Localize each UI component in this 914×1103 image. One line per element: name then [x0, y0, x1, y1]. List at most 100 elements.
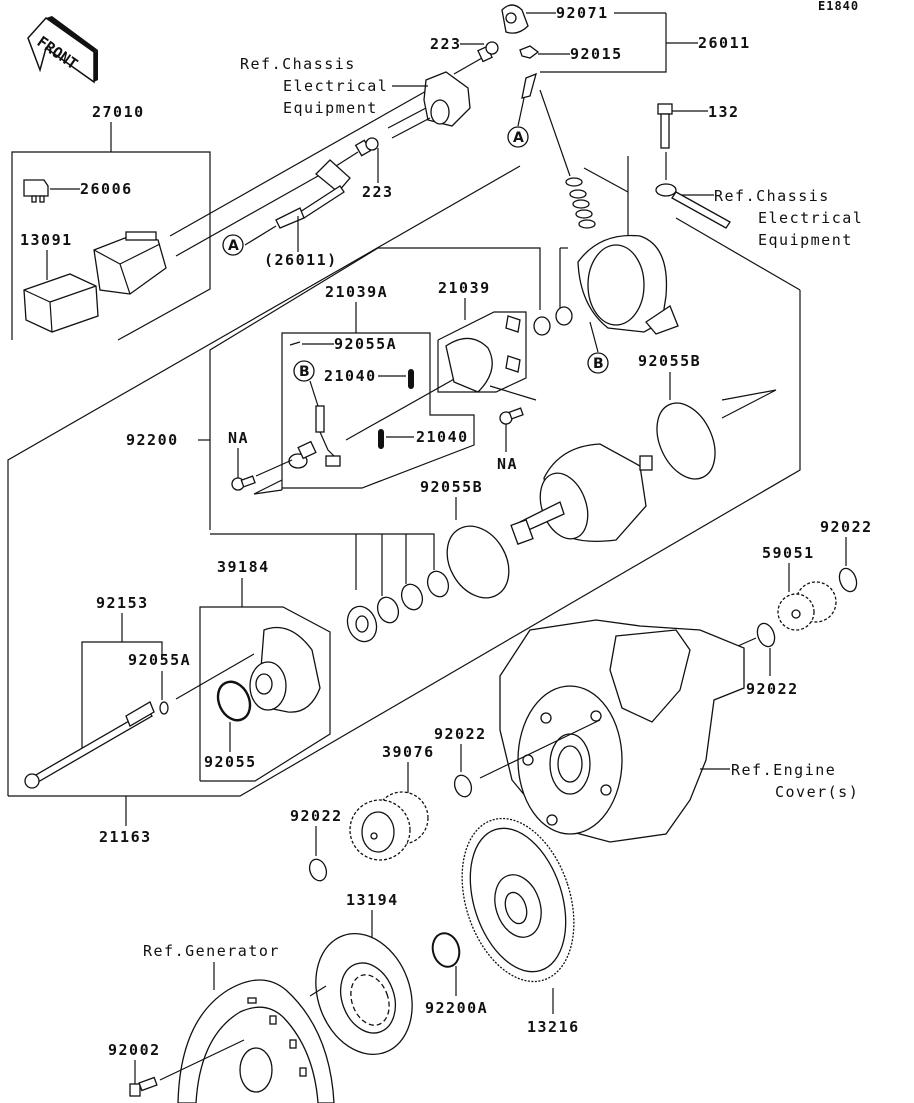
callout-a-top-label: A: [513, 130, 524, 146]
washer-92022-right-icon: [756, 622, 776, 648]
callout-b-left: [293, 360, 315, 382]
ref-generator: Ref.Generator: [143, 942, 280, 960]
part-label-26006[interactable]: 26006: [80, 180, 133, 198]
cable-end-icon: [521, 72, 537, 99]
washer-icon: [555, 306, 573, 326]
o-ring-92055b-mid-icon: [446, 525, 510, 599]
washer-icon: [533, 316, 551, 336]
one-way-clutch-13194-icon: [315, 933, 413, 1055]
washer-92022-top-right-icon: [838, 567, 858, 593]
part-label-223-mid[interactable]: 223: [362, 183, 394, 201]
starter-end-cover-icon: [577, 234, 679, 335]
washer-icon: [376, 596, 400, 624]
washer-92022-mid-icon: [453, 774, 473, 798]
brush-lead-icon: [288, 405, 341, 469]
part-label-26011[interactable]: 26011: [698, 34, 751, 52]
gear-59051-icon: [777, 581, 837, 631]
bolt-223-mid-icon: [354, 137, 379, 157]
part-label-21163[interactable]: 21163: [99, 828, 152, 846]
part-label-92022-right[interactable]: 92022: [746, 680, 799, 698]
ref-chassis-top-line3: Equipment: [283, 99, 378, 117]
part-label-13194[interactable]: 13194: [346, 891, 399, 909]
screw-na-right-icon: [499, 407, 524, 425]
callout-b-mid: [587, 352, 609, 374]
o-ring-92055a-low-icon: [159, 701, 169, 715]
armature-icon: [510, 443, 653, 545]
part-label-21039a[interactable]: 21039A: [325, 283, 388, 301]
callout-a-left: [222, 234, 244, 256]
generator-rotor-icon: [177, 979, 335, 1103]
part-label-13216[interactable]: 13216: [527, 1018, 580, 1036]
part-label-92022-left[interactable]: 92022: [290, 807, 343, 825]
brush-spring-21040-a-icon: [408, 369, 414, 389]
part-label-92015[interactable]: 92015: [570, 45, 623, 63]
starter-relay-icon: [93, 231, 167, 295]
ref-chassis-right-line3: Equipment: [758, 231, 853, 249]
brush-holder-21039-icon: [445, 315, 521, 393]
ref-chassis-top-line2: Electrical: [283, 77, 388, 95]
ref-engine-cover-line2: Cover(s): [775, 783, 859, 801]
washer-icon: [400, 583, 424, 611]
brush-spring-21040-b-icon: [378, 429, 384, 449]
part-label-92055a-top[interactable]: 92055A: [334, 335, 397, 353]
part-label-92055b-right[interactable]: 92055B: [638, 352, 701, 370]
terminal-cap-92071-icon: [501, 4, 529, 34]
o-ring-92055b-right-icon: [656, 402, 716, 480]
callout-a-top: [507, 126, 529, 148]
ring-terminal-icon: [655, 183, 731, 229]
part-label-92022-top-right[interactable]: 92022: [820, 518, 873, 536]
part-label-59051[interactable]: 59051: [762, 544, 815, 562]
part-label-92055b-mid[interactable]: 92055B: [420, 478, 483, 496]
callout-a-left-label: A: [228, 238, 239, 254]
relay-13091-icon: [23, 273, 99, 333]
part-label-132[interactable]: 132: [708, 103, 740, 121]
part-label-92055a-low[interactable]: 92055A: [128, 651, 191, 669]
starter-clutch-gear-13216-icon: [461, 817, 575, 983]
part-label-26011-paren[interactable]: (26011): [264, 251, 338, 269]
idler-gear-39076-icon: [349, 791, 429, 861]
ref-engine-cover-line1: Ref.Engine: [731, 761, 836, 779]
part-label-39184[interactable]: 39184: [217, 558, 270, 576]
cable-26011-icon: [275, 159, 351, 229]
part-label-27010[interactable]: 27010: [92, 103, 145, 121]
nut-92015-icon: [519, 45, 540, 59]
part-label-92022-mid[interactable]: 92022: [434, 725, 487, 743]
part-label-na-right[interactable]: NA: [497, 455, 518, 473]
part-label-92055[interactable]: 92055: [204, 753, 257, 771]
bolt-132-icon: [657, 103, 673, 149]
screw-na-left-icon: [231, 475, 256, 491]
engine-cover-icon: [499, 619, 745, 843]
part-label-92071[interactable]: 92071: [556, 4, 609, 22]
through-bolt-21163-icon: [24, 701, 155, 789]
washer-92022-left-icon: [308, 858, 328, 882]
part-label-na-left[interactable]: NA: [228, 429, 249, 447]
part-label-92200[interactable]: 92200: [126, 431, 179, 449]
part-label-21040-b[interactable]: 21040: [416, 428, 469, 446]
washer-icon: [426, 570, 450, 598]
part-label-92002[interactable]: 92002: [108, 1041, 161, 1059]
bracket-26011: [540, 13, 667, 73]
part-label-223-top[interactable]: 223: [430, 35, 462, 53]
part-label-21039[interactable]: 21039: [438, 279, 491, 297]
group-box-27010: [11, 151, 211, 341]
callout-b-left-label: B: [299, 364, 310, 380]
part-label-92153[interactable]: 92153: [96, 594, 149, 612]
ref-chassis-right-line1: Ref.Chassis: [714, 187, 830, 205]
part-label-92200a[interactable]: 92200A: [425, 999, 488, 1017]
front-arrow-icon: FRONT: [27, 16, 98, 84]
bolt-92002-icon: [129, 1076, 158, 1097]
ref-chassis-right-line2: Electrical: [758, 209, 863, 227]
part-label-21040-a[interactable]: 21040: [324, 367, 377, 385]
lock-plate-icon: [346, 605, 378, 643]
part-label-39076[interactable]: 39076: [382, 743, 435, 761]
group-frame-92200: [7, 165, 521, 796]
nut-washer-stack-icon: [565, 177, 596, 229]
fuse-26006-icon: [23, 179, 49, 203]
callout-b-mid-label: B: [593, 356, 604, 372]
diagram-code: E1840: [818, 0, 859, 13]
part-label-13091[interactable]: 13091: [20, 231, 73, 249]
starter-front-cover-icon: [249, 626, 321, 713]
solenoid-bracket-icon: [387, 71, 471, 139]
washer-92200a-icon: [431, 932, 461, 968]
